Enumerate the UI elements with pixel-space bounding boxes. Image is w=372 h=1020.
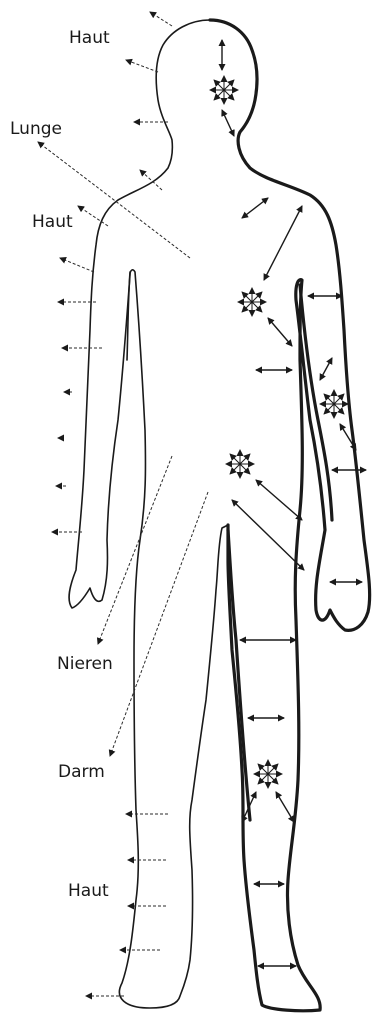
starburst-shin <box>254 760 282 788</box>
double-arrow-chest-diag <box>264 206 302 280</box>
double-arrow-hip <box>256 480 302 520</box>
double-arrow-head-chin <box>222 110 234 136</box>
double-arrow-armpit <box>268 318 292 346</box>
leg-inner-line <box>228 530 250 820</box>
inner-arm-left <box>127 272 130 360</box>
label-darm: Darm <box>58 764 105 781</box>
double-arrow-forearm-1 <box>320 358 332 380</box>
body-outline-right <box>210 20 370 1011</box>
double-arrow-shin-2 <box>276 792 294 822</box>
label-haut-leg: Haut <box>68 883 109 900</box>
dash-arrow-lunge <box>38 142 190 258</box>
double-arrow-thigh-diag <box>232 500 304 570</box>
starburst-forearm <box>320 390 348 418</box>
inner-arm-right <box>300 285 332 520</box>
starburst-head <box>210 76 238 104</box>
starburst-abdomen <box>226 450 254 478</box>
double-arrow-chest-top <box>242 198 268 218</box>
dash-arrow-head-mid <box>126 60 158 72</box>
dash-arrow-darm <box>110 492 208 756</box>
starburst-chest <box>238 288 266 316</box>
dash-arrow-head-top <box>150 12 172 26</box>
label-lunge: Lunge <box>10 121 62 138</box>
label-haut-head: Haut <box>69 30 110 47</box>
label-haut-shoulder: Haut <box>32 214 73 231</box>
dash-arrow-arm-1 <box>60 258 94 272</box>
dashed-arrows <box>38 12 208 996</box>
label-nieren: Nieren <box>57 656 113 673</box>
